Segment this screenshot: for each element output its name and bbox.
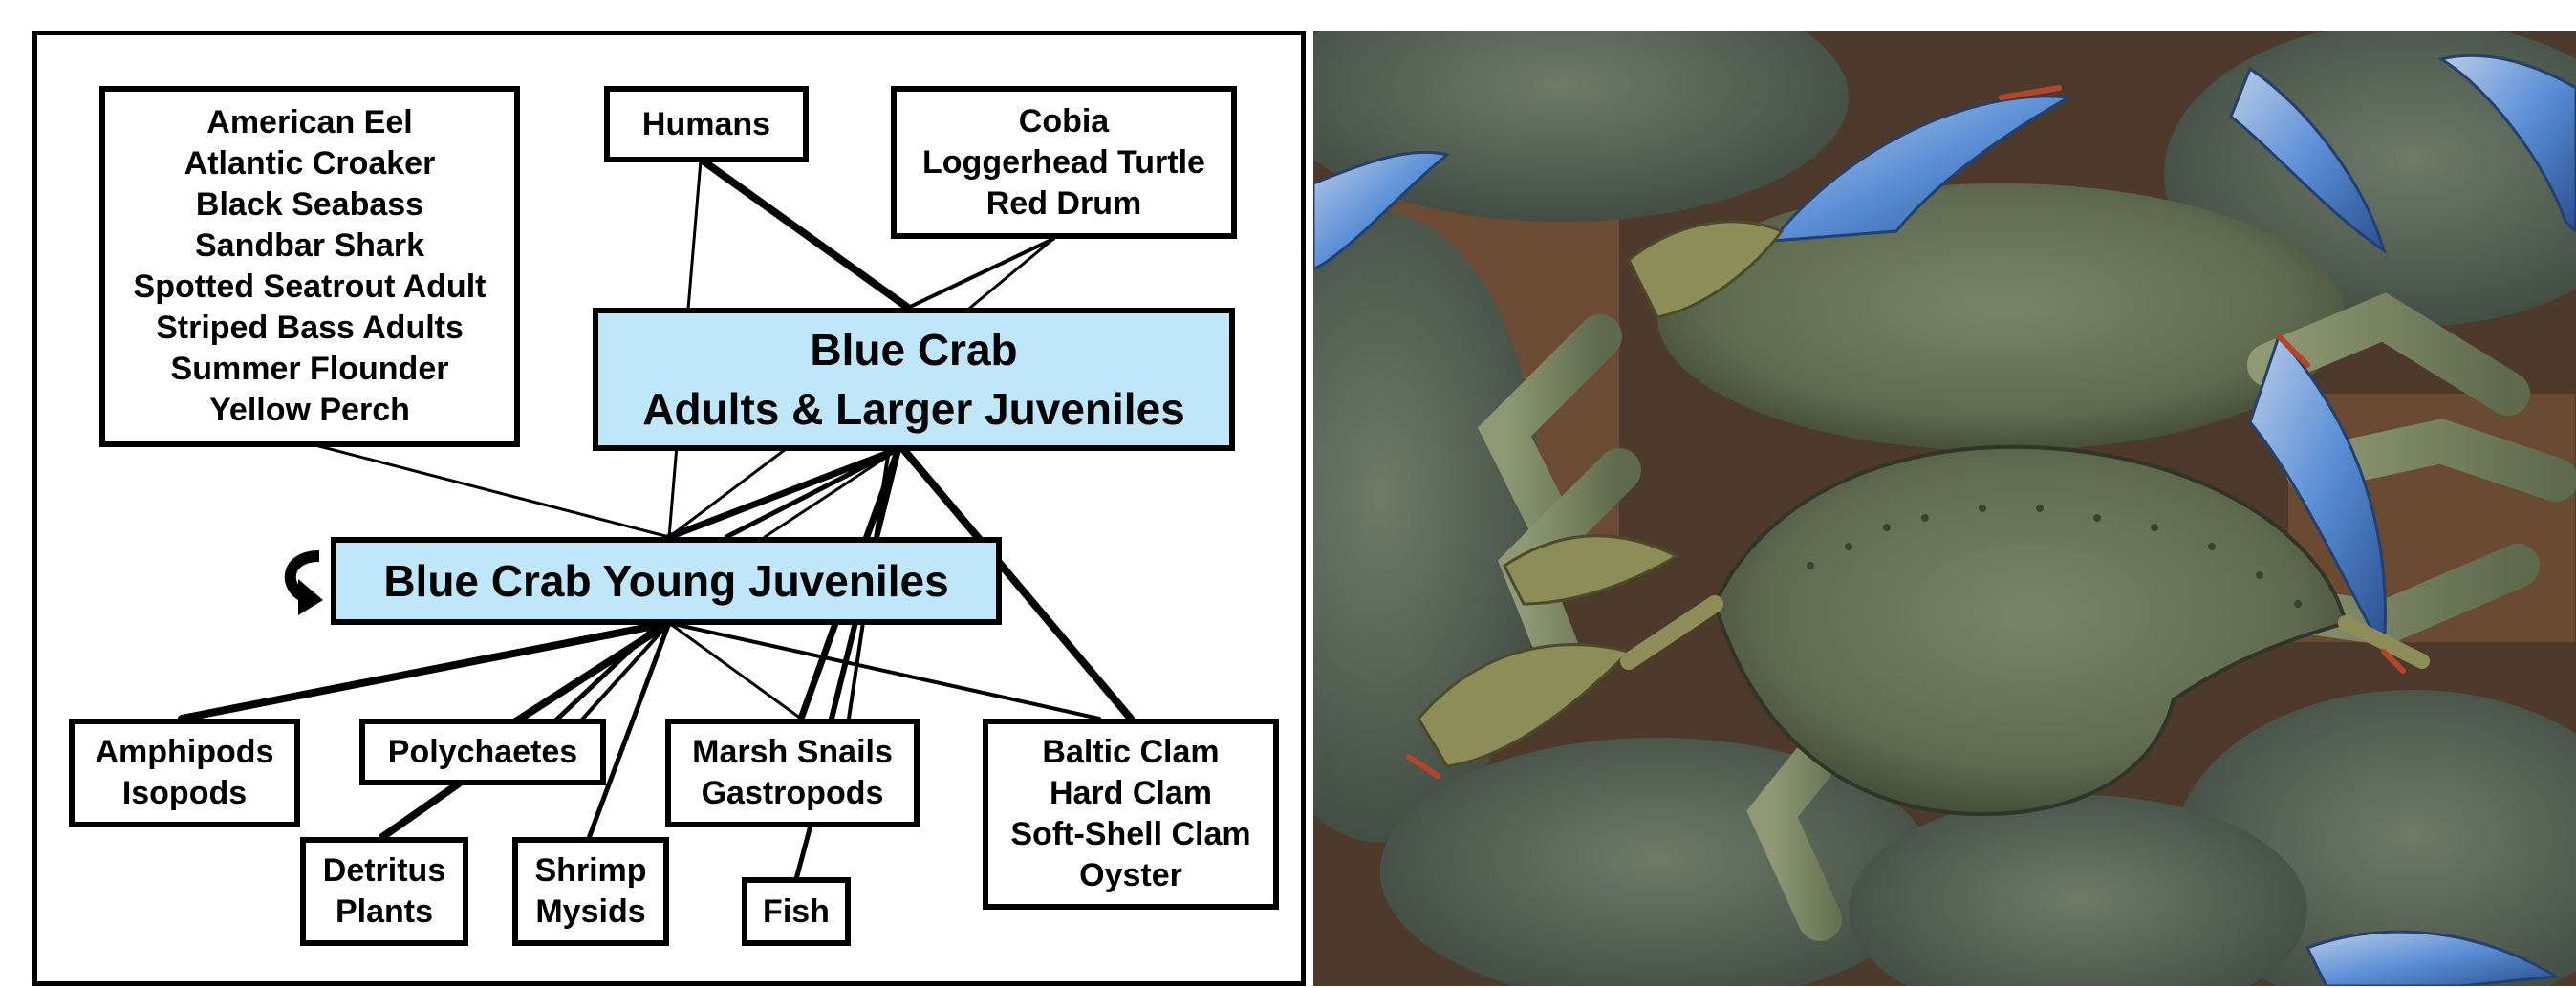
label-line: Soft-Shell Clam xyxy=(1010,814,1250,855)
label-line: Sandbar Shark xyxy=(195,226,424,267)
label-line: Spotted Seatrout Adult xyxy=(134,267,487,308)
node-shrimp: Shrimp Mysids xyxy=(512,837,669,946)
node-blue-crab-young: Blue Crab Young Juveniles xyxy=(331,537,1002,625)
label-line: Isopods xyxy=(122,773,247,814)
node-humans: Humans xyxy=(604,86,809,162)
label-line: Adults & Larger Juveniles xyxy=(642,379,1185,439)
label-line: Shrimp xyxy=(534,850,646,891)
node-fish: Fish xyxy=(742,877,851,946)
label-line: Atlantic Croaker xyxy=(184,143,436,184)
label-line: Striped Bass Adults xyxy=(156,308,464,349)
node-marsh-snails: Marsh Snails Gastropods xyxy=(665,719,920,827)
label-line: Gastropods xyxy=(702,773,884,814)
label-line: Mysids xyxy=(535,891,645,933)
label-line: Blue Crab xyxy=(810,320,1017,379)
label-line: Blue Crab Young Juveniles xyxy=(383,551,948,611)
node-clams: Baltic Clam Hard Clam Soft-Shell Clam Oy… xyxy=(983,719,1279,910)
label-line: Red Drum xyxy=(986,183,1141,225)
label-line: Humans xyxy=(642,104,770,145)
node-blue-crab-adults: Blue Crab Adults & Larger Juveniles xyxy=(593,308,1235,451)
node-detritus: Detritus Plants xyxy=(300,837,468,946)
label-line: Baltic Clam xyxy=(1042,732,1219,773)
node-polychaetes: Polychaetes xyxy=(359,719,606,785)
label-line: Polychaetes xyxy=(388,732,577,773)
label-line: Hard Clam xyxy=(1050,773,1212,814)
label-line: Oyster xyxy=(1079,855,1182,896)
label-line: Fish xyxy=(763,891,830,933)
node-amphipods: Amphipods Isopods xyxy=(69,719,300,827)
label-line: Black Seabass xyxy=(196,184,423,226)
node-predators-fish: American Eel Atlantic Croaker Black Seab… xyxy=(99,86,520,447)
label-line: Detritus xyxy=(323,850,445,891)
blue-crab-photo xyxy=(1313,31,2576,986)
label-line: Cobia xyxy=(1019,101,1109,142)
label-line: Summer Flounder xyxy=(171,349,449,390)
label-line: Plants xyxy=(336,891,433,933)
label-line: Marsh Snails xyxy=(692,732,893,773)
label-line: Amphipods xyxy=(96,732,274,773)
label-line: Yellow Perch xyxy=(209,390,410,431)
label-line: Loggerhead Turtle xyxy=(922,142,1205,183)
label-line: American Eel xyxy=(206,102,412,143)
node-predators-large: Cobia Loggerhead Turtle Red Drum xyxy=(891,86,1237,239)
